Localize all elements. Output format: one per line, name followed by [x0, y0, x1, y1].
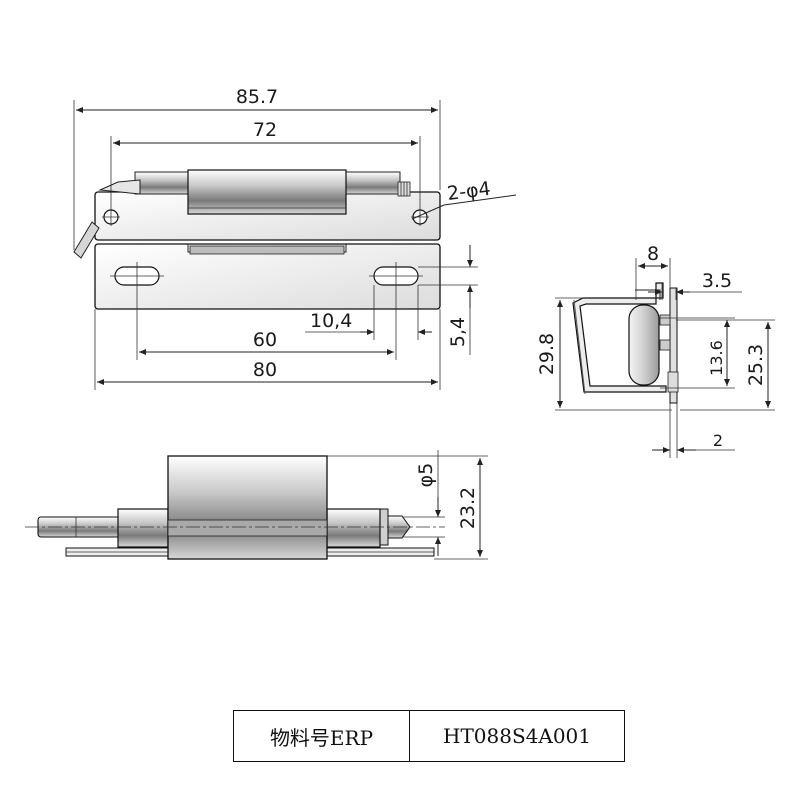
- dim-slot-spacing: 60: [253, 329, 277, 351]
- front-view: φ5 23.2: [25, 450, 488, 560]
- latch-arm: [98, 179, 141, 195]
- dim-holes: 2-φ4: [446, 178, 492, 205]
- front-knuckle-left: [117, 508, 169, 548]
- dim-side-thickness: 2: [713, 431, 723, 450]
- center-knuckle: [187, 169, 347, 215]
- dim-side-inner: 13.6: [707, 340, 726, 376]
- dim-bottom-height: 23.2: [457, 487, 479, 529]
- side-view: 8 3.5 29.8 13.6 25.3 2: [536, 243, 775, 458]
- dim-overall-width: 85.7: [236, 86, 278, 108]
- side-knuckle: [628, 304, 660, 386]
- dim-slot-length: 10,4: [310, 310, 352, 332]
- dim-plate-width: 80: [253, 359, 277, 381]
- part-number-value: HT088S4A001: [443, 724, 591, 748]
- dim-pin-diameter: φ5: [415, 463, 437, 488]
- dim-slot-height: 5,4: [447, 317, 469, 347]
- part-number-table: 物料号ERP HT088S4A001: [233, 710, 625, 762]
- spring-coil: [397, 181, 411, 197]
- front-center-leaf: [167, 455, 328, 560]
- dim-side-knuckle: 8: [647, 243, 659, 265]
- dim-side-offset: 3.5: [702, 270, 732, 292]
- part-number-label: 物料号ERP: [234, 711, 410, 761]
- lower-leaf: [94, 243, 441, 310]
- top-view: 85.7 72 2-φ4 10,4 60 80 5,4: [73, 86, 517, 390]
- dim-hinge-width: 72: [253, 119, 277, 141]
- mounting-hole-left: [102, 208, 120, 226]
- dim-side-height: 29.8: [536, 333, 558, 375]
- front-knuckle-right: [326, 508, 381, 548]
- latch-lever: [73, 221, 100, 259]
- dim-side-total: 25.3: [745, 344, 767, 386]
